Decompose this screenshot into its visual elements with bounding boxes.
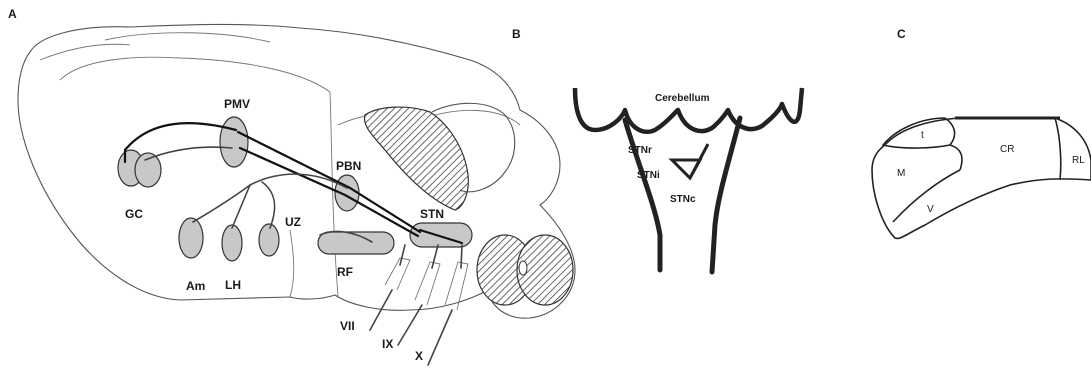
stn-subdivisions [672,144,708,178]
label-uz: UZ [285,215,301,229]
label-rf: RF [337,265,353,279]
hatched-cord-section [477,235,573,305]
label-x: X [415,349,423,363]
label-cerebellum: Cerebellum [655,93,710,104]
cerebellum-region [364,103,514,210]
panel-b: B Cerebellum STNr STNi STNc [512,27,802,272]
label-t: t [921,130,924,141]
label-v: V [927,204,934,215]
label-stn: STN [420,207,444,221]
panel-a-label: A [8,7,17,21]
label-pmv: PMV [224,97,250,111]
label-lh: LH [225,278,241,292]
label-stnr: STNr [628,145,652,156]
label-rl: RL [1072,155,1085,166]
panel-c-label: C [897,27,906,41]
label-m: M [897,168,905,179]
label-vii: VII [340,319,355,333]
label-stni: STNi [637,170,660,181]
panel-b-label: B [512,27,521,41]
brainstem-left-edge [625,120,660,270]
label-ix: IX [382,337,393,351]
panel-c: C t CR RL M V [872,27,1091,238]
panel-a: A [8,7,575,365]
nucleus-lh [222,225,242,261]
brainstem-right-edge [712,118,740,272]
label-stnc: STNc [670,194,696,205]
label-cr: CR [1000,144,1014,155]
nucleus-pmv [220,117,248,167]
nucleus-am [179,218,203,258]
label-pbn: PBN [336,159,361,173]
nucleus-uz [259,224,279,256]
label-am: Am [186,279,205,293]
label-gc: GC [125,207,143,221]
